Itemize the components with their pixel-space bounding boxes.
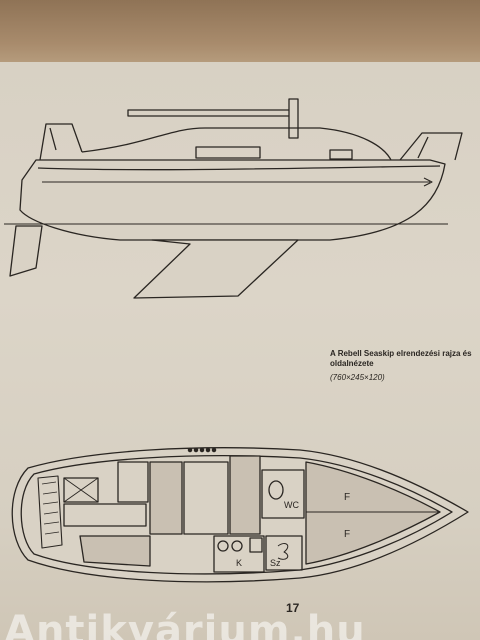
bow-pulpit (399, 132, 463, 161)
label-stowage: Sz (270, 558, 281, 568)
figure-dimensions: (760×245×120) (330, 373, 385, 382)
cabin-window (195, 146, 261, 159)
saloon-table-left (149, 461, 183, 535)
saloon-settee-right (229, 455, 261, 535)
label-forepeak-bottom: F (344, 529, 350, 540)
saloon-table (183, 461, 229, 535)
keel (133, 239, 299, 299)
watermark: Antikvárium.hu (4, 608, 366, 640)
stove-burner-2 (231, 540, 243, 552)
stern-pulpit (39, 123, 83, 161)
stove-burner-1 (217, 540, 229, 552)
side-elevation (4, 98, 463, 299)
boom (127, 109, 293, 117)
sink (249, 537, 263, 553)
forward-hatch (329, 149, 353, 160)
mast-base (288, 98, 299, 139)
rudder (9, 225, 43, 277)
hull (19, 159, 446, 241)
toilet (268, 480, 284, 500)
book-spine-background (0, 0, 480, 62)
label-wc: WC (284, 500, 299, 510)
label-galley: K (236, 558, 242, 568)
quarter-berth (63, 477, 99, 503)
label-forepeak-top: F (344, 492, 350, 503)
galley (213, 535, 265, 573)
portholes (187, 447, 217, 453)
stowage (265, 535, 303, 571)
port-settee (79, 535, 151, 567)
cockpit (37, 475, 63, 549)
coachroof (81, 127, 393, 163)
deck-plan (11, 447, 469, 583)
figure-caption: A Rebell Seaskip elrendezési rajza és ol… (330, 349, 472, 368)
page-number: 17 (286, 601, 300, 615)
wc-compartment (261, 469, 305, 519)
